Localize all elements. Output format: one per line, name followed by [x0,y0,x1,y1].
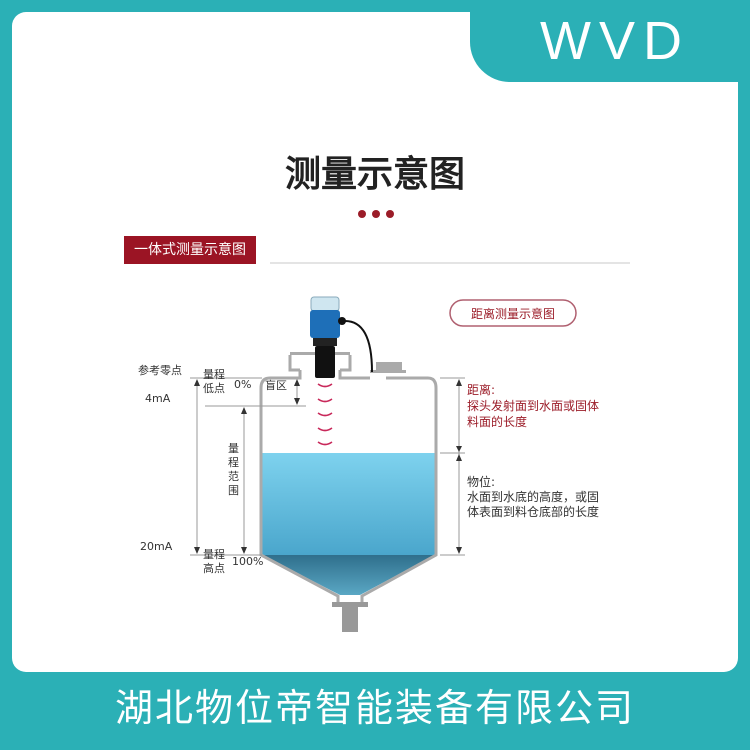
distance-desc-1: 探头发射面到水面或固体 [467,398,599,413]
low-percent: 0% [234,378,251,391]
outlet-pipe [342,607,358,632]
range-high-label-2: 高点 [203,561,225,575]
brand-logo: WVD [540,11,690,71]
decorative-dots [358,210,394,218]
divider [270,262,630,264]
range-label-4: 围 [228,484,239,497]
range-label-1: 量 [228,442,239,455]
blind-zone-label: 盲区 [265,378,287,392]
vent [376,362,402,370]
high-current: 20mA [140,540,173,553]
liquid-cone [262,555,435,595]
range-label-2: 程 [228,456,239,469]
distance-title: 距离: [467,382,495,397]
low-current: 4mA [145,392,171,405]
distance-badge: 距离测量示意图 [471,306,555,321]
level-desc-2: 体表面到料仓底部的长度 [467,504,599,519]
distance-desc-2: 料面的长度 [467,414,527,429]
logo-tab [470,0,750,82]
company-name-footer: 湖北物位帝智能装备有限公司 [114,686,635,730]
range-label-3: 范 [228,469,239,483]
section-label: 一体式测量示意图 [124,236,256,264]
high-percent: 100% [232,555,263,568]
range-low-label-2: 低点 [203,382,225,395]
ultrasonic-sensor-icon [310,296,373,378]
page-title: 测量示意图 [284,154,465,195]
outlet-flange [332,602,368,607]
range-low-label: 量程 [203,368,225,381]
level-desc-1: 水面到水底的高度，或固 [467,489,599,504]
badge-outline [449,299,577,327]
range-high-label: 量程 [203,548,225,561]
reference-zero-label: 参考零点 [138,363,182,377]
sound-waves [317,383,333,446]
tank-outline [259,370,438,602]
liquid [262,453,435,555]
level-title: 物位: [467,474,495,489]
